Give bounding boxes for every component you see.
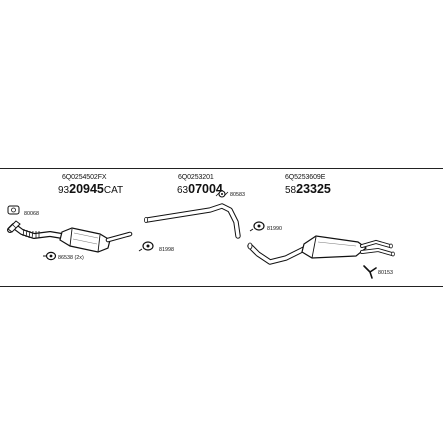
clamp-icon [249,221,265,232]
oe-number-catalyst: 6Q0254502FX [62,174,107,181]
front-pipe-icon [7,220,65,239]
label-gasket: 80068 [24,211,39,217]
catalytic-converter-icon [59,227,133,253]
label-clamp-middle: 81998 [159,247,174,253]
part-number-rear-silencer: 5823325 [285,182,331,196]
label-clamp-rear: 81990 [267,226,282,232]
gasket-icon [7,205,20,215]
clamp-icon [43,251,57,261]
bottom-divider-line [0,286,443,287]
oe-number-rear-silencer: 6Q5253609E [285,174,326,181]
top-divider-line [0,168,443,169]
clamp-icon [138,241,154,252]
label-rubber-mount: 80583 [230,192,245,198]
oe-number-middle-pipe: 6Q0253201 [178,174,214,181]
part-number-catalyst: 9320945CAT [58,182,124,196]
rubber-mount-icon [215,190,229,198]
label-clamp-2x: 86538 (2x) [58,255,84,261]
label-bracket: 80153 [378,270,393,276]
middle-pipe-icon [143,203,241,239]
bracket-icon [363,265,377,279]
rear-silencer-icon [247,235,395,265]
part-number-middle-pipe: 6307004 [177,182,223,196]
